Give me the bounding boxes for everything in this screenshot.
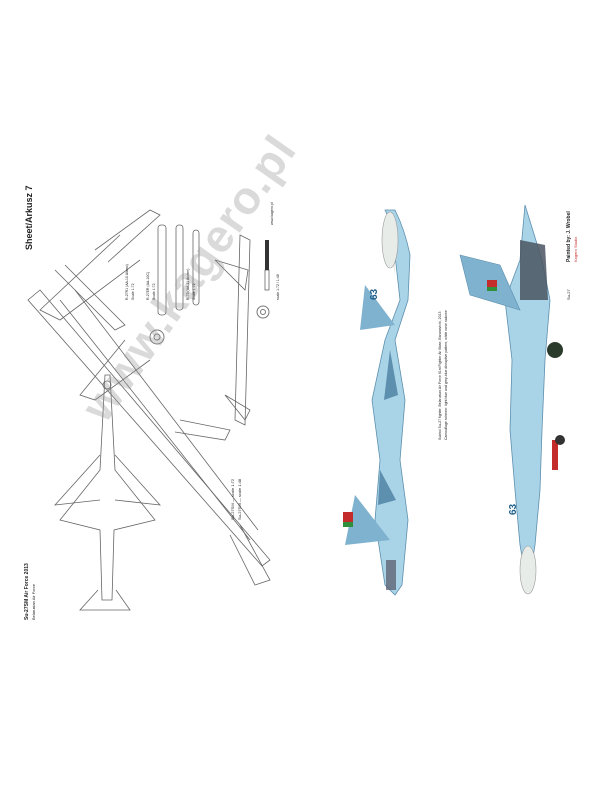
weapon-label-1-scale: Scale 1:72 <box>131 283 135 300</box>
weapon-label-2-scale: Scale 1:72 <box>152 283 156 300</box>
missile-drawings <box>157 224 200 316</box>
planform-drawing <box>53 374 162 611</box>
author-block: Painted by: J. Wrobel <box>566 211 572 262</box>
subtitle-line-1: Su-27SM — scale 1:72 <box>230 478 235 520</box>
bottom-caption: Su-27SM Air Force 2013 <box>24 563 30 620</box>
tail-number-upper: 63 <box>369 288 380 300</box>
side-label: Su-27 <box>566 289 571 300</box>
tail-number-side: 63 <box>508 503 519 515</box>
weapon-label-2: R-27ER (AA-10C) <box>146 271 150 300</box>
side-view-drawing <box>214 234 251 426</box>
weapon-label-3-scale: Scale 1:72 <box>192 283 196 300</box>
sheet-title: Sheet/Arkusz 7 <box>24 185 34 250</box>
scale-note-1: www.kagero.pl <box>270 202 274 225</box>
scale-bar <box>264 240 270 291</box>
bottom-caption-sub: Belarusian Air Force <box>31 583 36 620</box>
upper-profile <box>343 209 411 596</box>
author-sub: Kagero Studio <box>573 236 578 262</box>
top-view-drawing <box>27 209 271 586</box>
roundel-drawings <box>149 305 270 345</box>
color-caption-2: Camouflage scheme: light blue and grey-b… <box>444 310 448 440</box>
subtitle-line-2: Su-27SM — scale 1:48 <box>237 478 242 520</box>
weapon-label-3: R-73 (AA-11 Archer) <box>186 268 190 300</box>
weapon-label-1: R-27R1 (AA-10 Alamo) <box>125 264 129 300</box>
color-caption-1: Sukhoi Su-27 fighter, Belarusian Air For… <box>438 311 442 440</box>
side-profile <box>459 204 565 595</box>
scale-note-2: scale 1:72 / 1:48 <box>276 274 280 300</box>
